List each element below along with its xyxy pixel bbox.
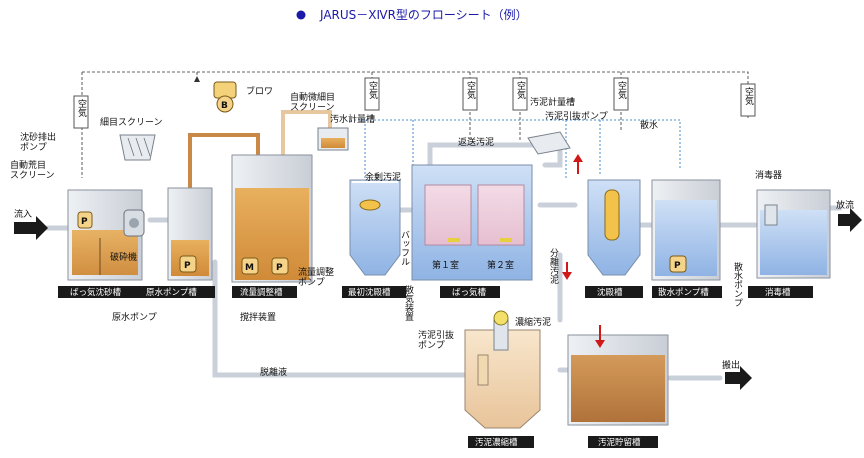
- sprinkle-pump-label: 散水ポンプ: [732, 261, 743, 307]
- separated-liquid-label: 脱離液: [260, 366, 287, 378]
- sand-pump-label-line: ポンプ: [20, 142, 47, 153]
- thick-pump-label: 汚泥引抜ポンプ: [418, 329, 454, 351]
- air-arrow-head: [194, 76, 200, 82]
- tank9-label: 汚泥濃縮槽: [475, 437, 518, 448]
- flow-pump-badge: P: [276, 263, 283, 273]
- auto-fine-screen-label-line: 自動微細目: [290, 91, 335, 103]
- air-label-3: 空気: [465, 80, 476, 100]
- sand-pump-label: 沈砂排出ポンプ: [20, 131, 56, 153]
- flow-pump-label: 流量調整ポンプ: [298, 266, 334, 288]
- title-bullet: [296, 10, 306, 20]
- thick-pump-label-line: 汚泥引抜: [418, 329, 454, 341]
- carry-out-label: 搬出: [722, 359, 740, 371]
- tank3-label-bg: [232, 286, 297, 298]
- blower: B: [213, 81, 237, 113]
- tank6-label: 沈殿槽: [597, 287, 623, 298]
- tank-flow-equalization: M P: [231, 154, 313, 283]
- conc-sludge-label: 濃縮汚泥: [515, 316, 551, 328]
- inflow-label: 流入: [14, 208, 32, 220]
- air-label-1: 空気: [76, 98, 87, 118]
- tank-disinfection: [756, 189, 831, 279]
- fine-screen: [119, 134, 156, 161]
- flow-pump-label-line: 流量調整: [298, 266, 334, 278]
- fine-screen-label: 細目スクリーン: [100, 116, 163, 128]
- tank7-label-bg: [652, 286, 722, 298]
- tank-settling: [587, 179, 641, 276]
- stirrer-label: 撹拌装置: [240, 311, 276, 323]
- tank-sludge-thickening: [464, 310, 541, 429]
- blower-label: ブロワ: [246, 85, 273, 97]
- sludge-pump-label: 汚泥引抜ポンプ: [545, 110, 608, 122]
- tank5-label: ばっ気槽: [452, 287, 487, 298]
- tank8-label: 消毒槽: [765, 287, 791, 298]
- tank4-label-bg: [342, 286, 406, 298]
- auto-coarse-screen-label: 自動荒目スクリーン: [10, 159, 55, 181]
- auto-fine-screen-label-line: スクリーン: [290, 102, 335, 113]
- auto-coarse-screen-label-line: 自動荒目: [10, 159, 46, 171]
- sewage-meter: [317, 127, 349, 151]
- tank3-label: 流量調整槽: [240, 287, 283, 298]
- tank-sprinkler-pump: P: [651, 179, 721, 281]
- tank-sludge-storage: [567, 325, 669, 426]
- air-label-6: 空気: [743, 86, 754, 106]
- tank-primary-settling: [349, 179, 401, 276]
- tank-aerated-grit: P: [67, 189, 143, 281]
- tank9-label-bg: [468, 436, 534, 448]
- auto-fine-screen-label: 自動微細目スクリーン: [290, 91, 335, 113]
- stirrer-motor-badge: M: [245, 263, 254, 273]
- crusher: [123, 209, 145, 237]
- blower-badge: B: [221, 101, 228, 111]
- tank6-label-bg: [585, 286, 643, 298]
- tank10-label-bg: [588, 436, 658, 448]
- tank7-label: 散水ポンプ槽: [658, 287, 709, 298]
- tank2-label: 原水ポンプ槽: [146, 287, 197, 298]
- disinfector-label: 消毒器: [755, 169, 782, 181]
- room1-label: 第１室: [432, 259, 459, 271]
- sewage-meter-label: 汚水計量槽: [330, 113, 375, 125]
- auto-coarse-screen-label-line: スクリーン: [10, 170, 55, 181]
- sludge-meter-label: 汚泥計量槽: [530, 96, 575, 108]
- tank8-label-bg: [748, 286, 813, 298]
- tank-aeration: [411, 164, 533, 281]
- baffle-label: バッフル: [399, 230, 410, 266]
- diffuser-label: 散気装置: [403, 284, 414, 321]
- air-label-5: 空気: [616, 80, 627, 100]
- carry-out-arrow: [725, 366, 752, 390]
- sprinkler-pump-badge: P: [674, 261, 681, 271]
- tank1-label: ばっ気沈砂槽: [70, 287, 122, 298]
- tank10-label: 汚泥貯留槽: [598, 437, 641, 448]
- tank4-label: 最初沈殿槽: [348, 287, 391, 298]
- tank5-label-bg: [440, 286, 500, 298]
- discharge-arrow: [838, 208, 862, 232]
- raw-pump-badge: P: [184, 261, 191, 271]
- room2-label: 第２室: [487, 259, 514, 271]
- air-boxes: [73, 77, 756, 129]
- thick-pump-label-line: ポンプ: [418, 340, 445, 351]
- raw-pump-label: 原水ポンプ: [112, 311, 157, 323]
- sand-pump-badge: P: [81, 217, 88, 227]
- discharge-label: 放流: [836, 199, 854, 211]
- tank2-label-bg: [140, 286, 215, 298]
- flow-pump-label-line: ポンプ: [298, 277, 325, 288]
- page-title: JARUS－ⅩⅣR型のフローシート（例）: [319, 8, 528, 22]
- red-arrows: [562, 154, 583, 280]
- air-label-4: 空気: [515, 80, 526, 100]
- sep-sludge-label: 分離汚泥: [548, 248, 559, 285]
- blue-air-lines: [350, 119, 681, 180]
- sand-pump-label-line: 沈砂排出: [20, 131, 56, 143]
- sprinkle-label: 散水: [640, 119, 658, 131]
- air-label-2: 空気: [367, 80, 378, 100]
- sludge-meter: [527, 131, 571, 155]
- tank1-label-bg: [58, 286, 150, 298]
- return-sludge-label: 返送汚泥: [458, 136, 494, 148]
- tank-raw-pump: P: [167, 187, 213, 281]
- excess-sludge-label: 余剰汚泥: [365, 171, 401, 183]
- crusher-label: 破砕機: [110, 251, 137, 263]
- inflow-arrow: [14, 216, 48, 240]
